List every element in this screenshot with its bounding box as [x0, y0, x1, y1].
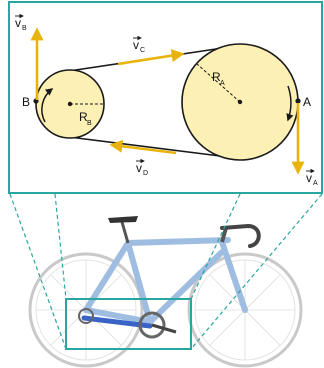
velocity-d-arrow: [109, 139, 177, 155]
svg-text:R: R: [212, 70, 221, 84]
velocity-c-arrow: [117, 49, 185, 66]
svg-text:A: A: [313, 180, 318, 187]
zoom-box: [65, 298, 192, 350]
chainring: [138, 311, 166, 339]
rotation-arrow-large: [286, 85, 294, 122]
point-a-marker: [295, 98, 301, 104]
front-wheel: [187, 252, 303, 368]
svg-text:B: B: [87, 120, 92, 127]
svg-text:v: v: [136, 161, 142, 175]
label-radius-a: R A: [212, 70, 225, 87]
label-velocity-d: v D: [136, 158, 148, 177]
label-radius-b: R B: [79, 110, 92, 127]
label-velocity-b: v B: [15, 13, 27, 32]
label-point-b: B: [22, 95, 30, 109]
svg-text:A: A: [220, 80, 225, 87]
label-velocity-a: v A: [306, 168, 318, 187]
radius-a-line: [196, 63, 241, 103]
svg-text:B: B: [22, 25, 27, 32]
rear-wheel: [28, 252, 144, 368]
label-velocity-c: v C: [133, 35, 145, 54]
svg-text:v: v: [306, 171, 312, 185]
rotation-arrow-small: [41, 88, 54, 123]
svg-text:v: v: [15, 16, 21, 30]
projection-lines: [9, 193, 323, 350]
svg-text:R: R: [79, 110, 88, 124]
label-point-a: A: [303, 95, 311, 109]
bicycle-illustration: [28, 216, 303, 368]
svg-text:D: D: [143, 170, 148, 177]
svg-text:v: v: [133, 38, 139, 52]
svg-text:C: C: [140, 47, 145, 54]
